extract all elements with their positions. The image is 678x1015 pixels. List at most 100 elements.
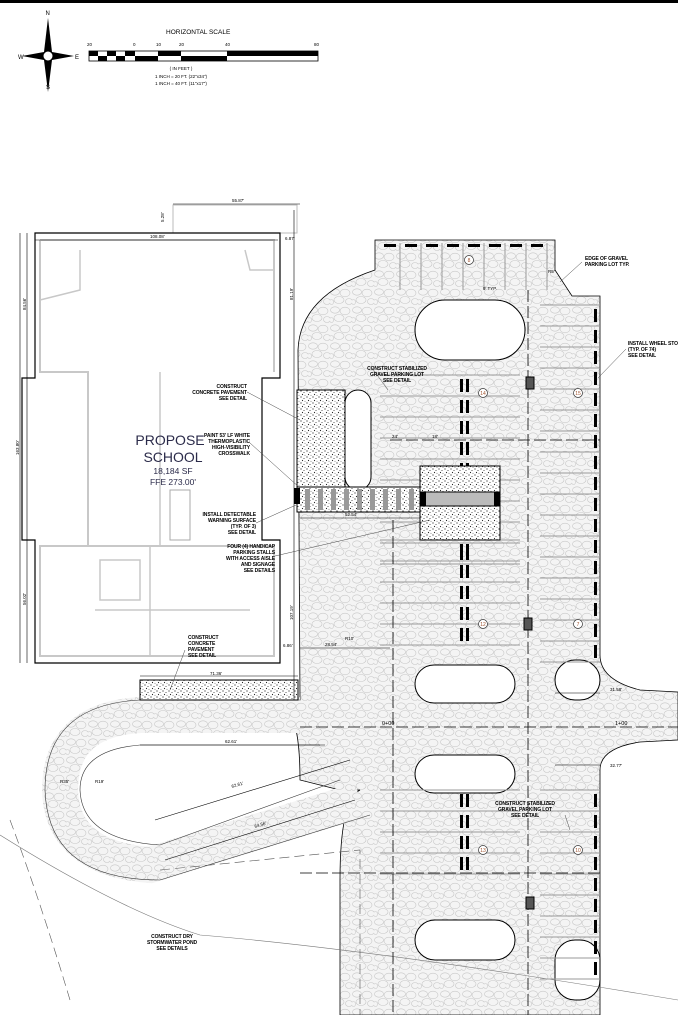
wheel-stop bbox=[531, 244, 543, 247]
note-crosswalk-line: PAINT 53' LF WHITE bbox=[204, 433, 251, 439]
dimension-lines bbox=[19, 203, 600, 861]
note-warning-line: INSTALL DETECTABLE bbox=[203, 512, 257, 518]
wheel-stop bbox=[460, 442, 463, 455]
wheel-stop bbox=[594, 582, 597, 595]
wheel-stop bbox=[466, 607, 469, 620]
scale-tick: 20 bbox=[179, 42, 185, 47]
stall-count-circle bbox=[573, 388, 583, 398]
scale-tick: 80 bbox=[314, 42, 320, 47]
wheel-stop bbox=[466, 400, 469, 413]
wheel-stop bbox=[466, 586, 469, 599]
parking-island bbox=[554, 939, 601, 1001]
parking-island bbox=[554, 659, 601, 701]
dim-to-aisle: 28.54' bbox=[325, 642, 337, 647]
dim-radius-inner: R19' bbox=[95, 779, 104, 784]
note-concrete1-line: CONCRETE PAVEMENT bbox=[192, 390, 247, 396]
wheel-stop bbox=[594, 435, 597, 448]
note-crosswalk-line: THERMOPLASTIC bbox=[208, 439, 250, 445]
wheel-stop bbox=[594, 561, 597, 574]
note-gravel1-line: GRAVEL PARKING LOT bbox=[370, 372, 424, 378]
wheel-stop bbox=[466, 815, 469, 828]
note-gravel1-line: CONSTRUCT STABILIZED bbox=[367, 366, 427, 372]
note-concrete2-line: CONCRETE bbox=[188, 641, 216, 647]
note-gravel2-line: CONSTRUCT STABILIZED bbox=[495, 801, 555, 807]
wheel-stop bbox=[594, 540, 597, 553]
note-edge-line: EDGE OF GRAVEL bbox=[585, 256, 628, 262]
scale-tick: 10 bbox=[156, 42, 162, 47]
wheel-stop bbox=[466, 836, 469, 849]
parking-island bbox=[344, 389, 372, 491]
note-warning-line: (TYP. OF 3) bbox=[231, 524, 257, 530]
wheel-stop bbox=[460, 421, 463, 434]
dim-offset-bottom: 6.86' bbox=[283, 643, 293, 648]
wheel-stop bbox=[460, 815, 463, 828]
proposed-school-building: PROPOSE SCHOOL 18,184 SF FFE 273.00' bbox=[21, 204, 298, 664]
north-arrow-icon: N S E W bbox=[18, 11, 79, 92]
parking-island bbox=[414, 299, 526, 361]
scale-tick: 20 bbox=[87, 42, 93, 47]
wheel-stop bbox=[466, 565, 469, 578]
wheel-stop bbox=[594, 857, 597, 870]
wheel-stop bbox=[594, 393, 597, 406]
sheet-border bbox=[0, 0, 678, 3]
wheel-stop bbox=[594, 372, 597, 385]
dim-radius-outer: R35' bbox=[60, 779, 69, 784]
note-warning-line: WARNING SURFACE bbox=[208, 518, 257, 524]
dimension-labels: 55.87' 108.08' 6.87' 5.28' 81.19' 163.80… bbox=[15, 198, 622, 829]
dim-aisle: 24' bbox=[392, 434, 398, 439]
note-gravel2-line: SEE DETAIL bbox=[511, 813, 539, 819]
wheel-stop bbox=[460, 607, 463, 620]
wheel-stop bbox=[460, 794, 463, 807]
note-concrete2-line: SEE DETAIL bbox=[188, 653, 216, 659]
wheel-stop bbox=[594, 498, 597, 511]
horizontal-scale: HORIZONTAL SCALE 20 0 10 20 40 80 ( IN F… bbox=[87, 29, 320, 86]
wheel-stop bbox=[594, 351, 597, 364]
wheel-stop bbox=[447, 244, 459, 247]
wheel-stop bbox=[594, 815, 597, 828]
dim-loop-mid: 62.61' bbox=[231, 781, 244, 789]
dim-stall: 18' bbox=[432, 434, 438, 439]
note-pond-line: STORMWATER POND bbox=[147, 940, 197, 946]
wheel-stop bbox=[594, 414, 597, 427]
stall-count-circle bbox=[478, 619, 488, 629]
note-pond-line: SEE DETAILS bbox=[156, 946, 188, 952]
detectable-warning-icon bbox=[494, 492, 500, 506]
note-handicap-line: SEE DETAILS bbox=[244, 568, 276, 574]
dim-loop-bottom: 64.56' bbox=[254, 821, 267, 829]
scale-ratio-2: 1 INCH = 40 FT. (11"x17") bbox=[155, 81, 207, 86]
wheel-stop bbox=[594, 836, 597, 849]
wheel-stop bbox=[426, 244, 438, 247]
wheel-stop bbox=[405, 244, 417, 247]
stall-count-circle bbox=[478, 388, 488, 398]
wheel-stop bbox=[594, 878, 597, 891]
wheel-stop bbox=[594, 519, 597, 532]
wheel-stop bbox=[460, 379, 463, 392]
wheel-stop bbox=[466, 628, 469, 641]
wheel-stop bbox=[594, 899, 597, 912]
stall-count-circle bbox=[464, 255, 474, 265]
wheel-stop bbox=[460, 628, 463, 641]
wheel-stop bbox=[460, 836, 463, 849]
stall-count-label: 14 bbox=[480, 391, 486, 397]
note-concrete1-line: SEE DETAIL bbox=[219, 396, 247, 402]
note-handicap-line: FOUR (4) HANDICAP bbox=[227, 544, 276, 550]
compass-n: N bbox=[46, 11, 50, 17]
wheel-stop bbox=[594, 920, 597, 933]
note-gravel2-line: GRAVEL PARKING LOT bbox=[498, 807, 552, 813]
note-handicap-line: PARKING STALLS bbox=[233, 550, 276, 556]
wheel-stop bbox=[466, 379, 469, 392]
light-pole-icon bbox=[525, 376, 535, 390]
note-wheelstop-line: SEE DETAIL bbox=[628, 353, 656, 359]
compass-e: E bbox=[75, 55, 79, 61]
stall-count-label: 7 bbox=[577, 622, 580, 628]
building-name-line2: SCHOOL bbox=[143, 449, 202, 465]
wheel-stop bbox=[510, 244, 522, 247]
stall-count-label: 15 bbox=[575, 391, 581, 397]
dim-offset-top: 6.87' bbox=[285, 236, 295, 241]
dim-radius-5: R5' bbox=[548, 269, 555, 274]
note-wheelstop-line: (TYP. OF 74) bbox=[628, 347, 656, 353]
light-pole-icon bbox=[525, 896, 535, 910]
